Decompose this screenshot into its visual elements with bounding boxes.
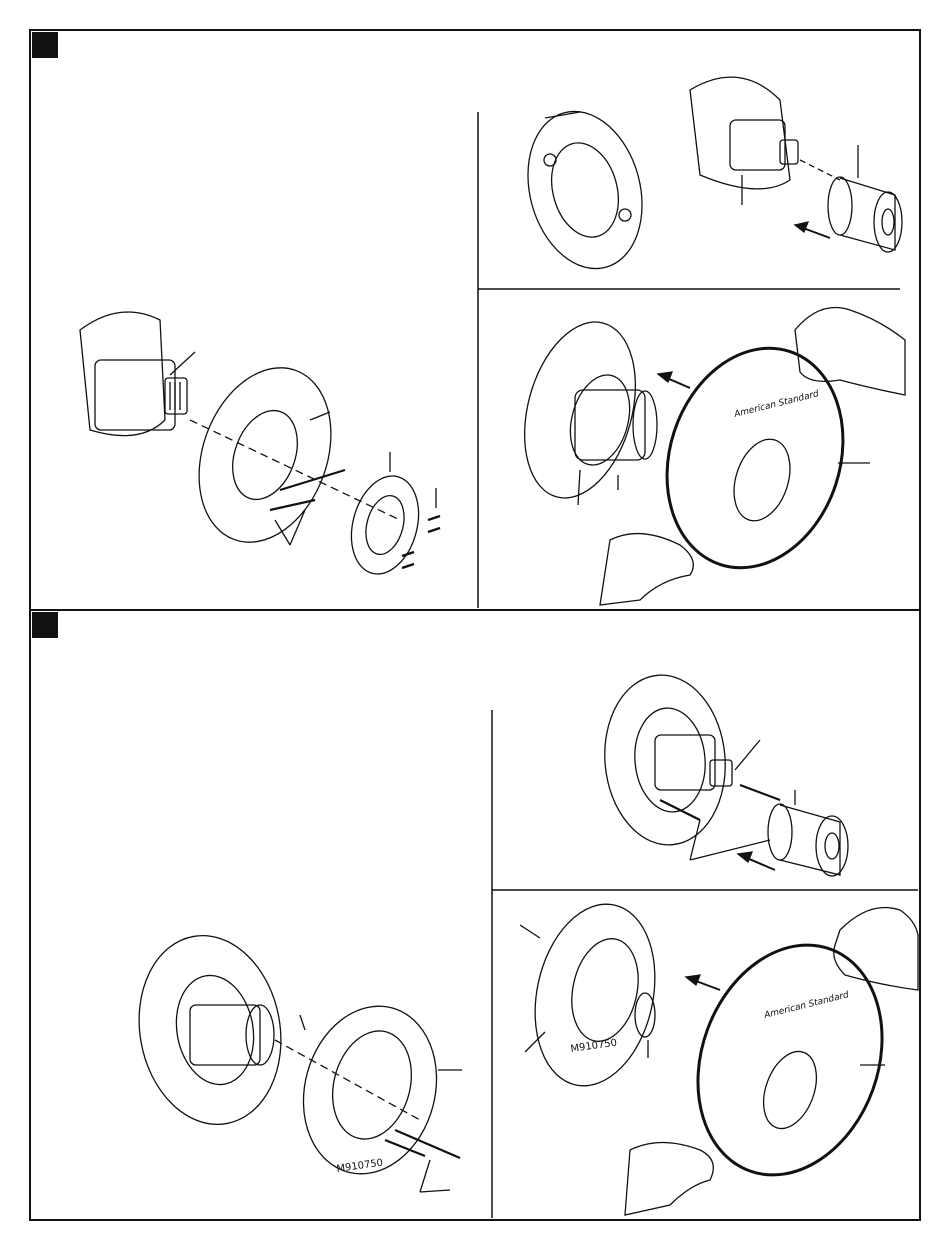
illustration-adapter-ring-assembly [125,924,462,1192]
illustration-trim-plate-install [506,308,905,606]
illustration-valve-escutcheon-assembly [80,312,440,582]
illustration-mounting-ring-and-sleeve [511,77,902,281]
step-1-marker [32,32,58,58]
step-2-marker [32,612,58,638]
brand-text-1: American Standard [732,389,820,420]
part-label-right: M910750 [570,1038,618,1055]
page-border [30,30,920,1220]
illustration-final-trim-install [519,893,918,1215]
part-label-left: M910750 [336,1158,384,1175]
brand-text-2: American Standard [762,990,850,1021]
illustration-ring-valve-sleeve [598,670,848,876]
